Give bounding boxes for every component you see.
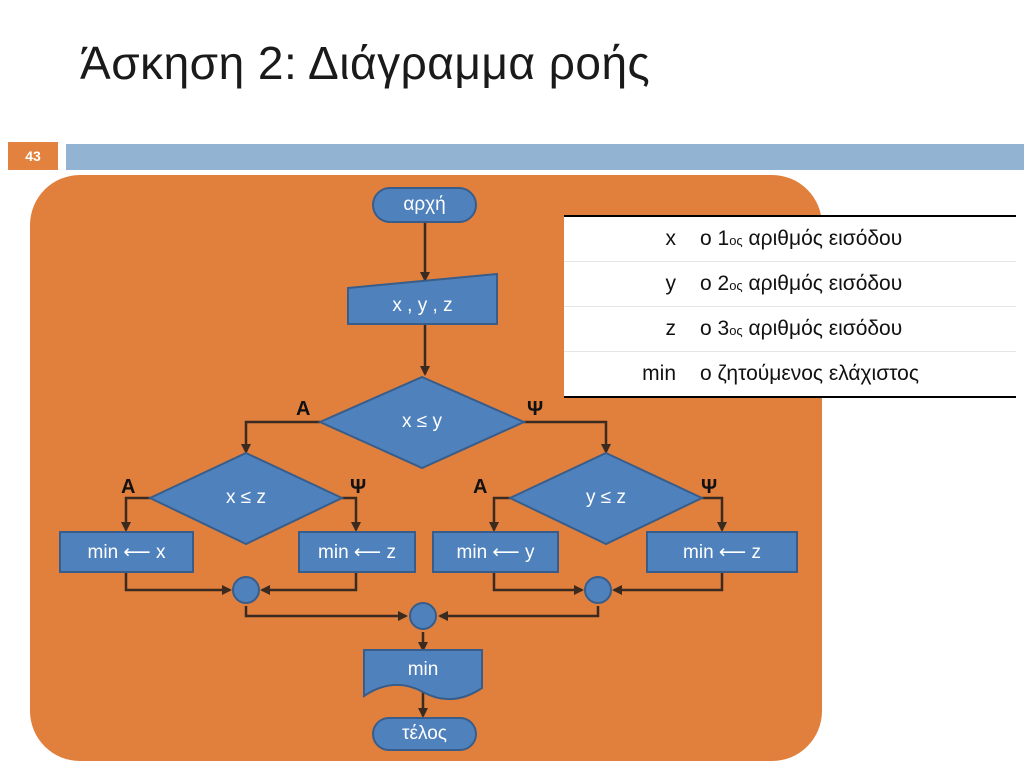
cond-yz-diamond <box>507 451 705 546</box>
min-y-label: min ⟵ y <box>456 541 535 563</box>
arrow-minz-right-merge <box>612 572 724 595</box>
legend-symbol: y <box>665 272 677 295</box>
min-z-right-box <box>646 531 798 573</box>
min-y-box <box>432 531 559 573</box>
branch-yes-xz: Α <box>121 476 136 498</box>
branch-no-xy: Ψ <box>527 398 544 420</box>
arrow-minx-merge <box>124 572 232 595</box>
cond-xy-diamond <box>317 375 527 470</box>
legend-symbol: min <box>642 362 676 385</box>
min-z-left-box <box>298 531 416 573</box>
left-merge-connector <box>232 576 260 604</box>
min-x-box <box>59 531 194 573</box>
arrow-xz-no <box>342 496 361 532</box>
input-label: x , y , z <box>392 295 453 316</box>
branch-yes-xy: Α <box>296 398 311 420</box>
legend-symbol: x <box>665 227 677 250</box>
legend-row: min ο ζητούμενος ελάχιστος <box>564 352 1016 396</box>
legend-description: ο ζητούμενος ελάχιστος <box>700 362 919 385</box>
arrow-right-merge-center <box>438 606 600 621</box>
arrow-xz-yes <box>121 496 150 532</box>
arrow-xy-yes <box>241 420 320 454</box>
cond-xz-label: x ≤ z <box>226 487 266 508</box>
arrow-left-merge-center <box>244 606 408 621</box>
start-terminal <box>372 187 477 223</box>
end-label: τέλος <box>402 723 447 744</box>
center-merge-connector <box>409 602 437 630</box>
branch-no-xz: Ψ <box>350 476 367 498</box>
legend-symbol: z <box>665 317 677 340</box>
cond-xz-diamond <box>147 451 345 546</box>
slide-number: 43 <box>8 142 58 170</box>
arrow-yz-no <box>702 496 727 532</box>
right-merge-connector <box>584 576 612 604</box>
min-z-right-label: min ⟵ z <box>683 541 761 563</box>
cond-xy-label: x ≤ y <box>402 411 442 432</box>
arrow-minz-left-merge <box>260 572 358 595</box>
branch-no-yz: Ψ <box>701 476 718 498</box>
slide-title: Άσκηση 2: Διάγραμμα ροής <box>80 37 651 89</box>
end-terminal <box>372 717 477 751</box>
branch-yes-yz: Α <box>473 476 488 498</box>
cond-yz-label: y ≤ z <box>586 487 626 508</box>
output-document <box>363 649 483 701</box>
min-z-left-label: min ⟵ z <box>318 541 396 563</box>
start-label: αρχή <box>403 194 446 215</box>
min-x-label: min ⟵ x <box>87 541 166 563</box>
arrow-yz-yes <box>489 496 510 532</box>
arrow-miny-merge <box>492 572 584 595</box>
output-label: min <box>407 659 439 680</box>
arrow-xy-no <box>524 420 611 454</box>
header-bar <box>66 144 1024 170</box>
input-shape <box>347 272 498 325</box>
